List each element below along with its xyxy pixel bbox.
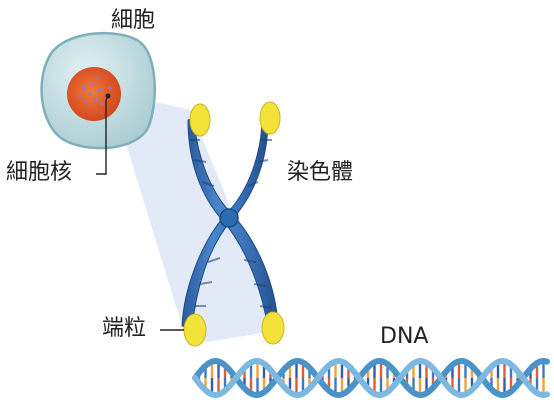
label-cell: 細胞 bbox=[111, 8, 156, 33]
nucleus-leader-dot bbox=[105, 93, 111, 99]
label-nucleus: 細胞核 bbox=[6, 160, 73, 185]
dna-double-helix bbox=[192, 357, 550, 399]
chromosome bbox=[181, 101, 285, 347]
dna-backbone-strand-b bbox=[192, 357, 550, 399]
label-telomere: 端粒 bbox=[102, 316, 147, 341]
telomere-top-right bbox=[259, 101, 281, 135]
centromere bbox=[219, 208, 239, 228]
zoom-cone bbox=[110, 92, 280, 345]
nucleus bbox=[67, 67, 121, 121]
cell bbox=[40, 31, 156, 150]
dna-backbone-strand-a bbox=[192, 357, 550, 399]
label-dna: DNA bbox=[380, 324, 429, 349]
chromosome-bands bbox=[190, 139, 273, 309]
telomere-bottom-right bbox=[261, 311, 285, 345]
telomere-bottom-left bbox=[183, 313, 207, 347]
telomere-top-left bbox=[189, 103, 211, 137]
nucleus-chromatin bbox=[78, 76, 112, 106]
label-chromosome: 染色體 bbox=[287, 160, 354, 185]
